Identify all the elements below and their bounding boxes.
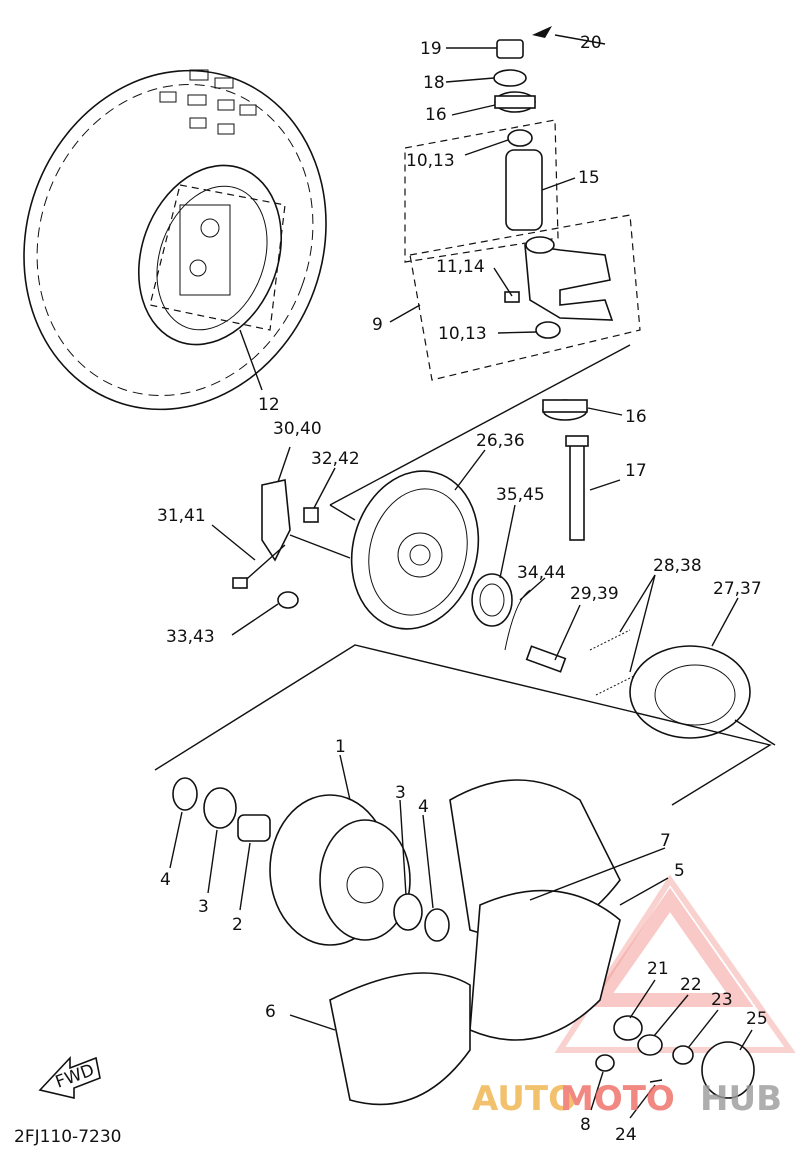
arrow-20-icon <box>532 26 552 38</box>
label-16b: 16 <box>625 407 647 427</box>
label-2: 2 <box>232 915 243 935</box>
watermark-moto: MOTO <box>560 1079 675 1119</box>
label-3-right: 3 <box>395 783 406 803</box>
label-5: 5 <box>674 861 685 881</box>
label-1: 1 <box>335 737 346 757</box>
part-labels: 19 20 18 16 10,13 15 11,14 9 10,13 12 16… <box>14 33 768 1147</box>
label-29-39: 29,39 <box>570 584 619 604</box>
watermark-text: AUTO MOTO HUB <box>472 1079 782 1119</box>
label-26-36: 26,36 <box>476 431 525 451</box>
label-22: 22 <box>680 975 702 995</box>
label-35-45: 35,45 <box>496 485 545 505</box>
label-27-37: 27,37 <box>713 579 762 599</box>
label-10-13-top: 10,13 <box>406 151 455 171</box>
label-8: 8 <box>580 1115 591 1135</box>
label-9: 9 <box>372 315 383 335</box>
label-4-left: 4 <box>160 870 171 890</box>
label-3-left: 3 <box>198 897 209 917</box>
label-6: 6 <box>265 1002 276 1022</box>
watermark-auto: AUTO <box>472 1079 577 1119</box>
label-33-43: 33,43 <box>166 627 215 647</box>
label-12: 12 <box>258 395 280 415</box>
label-30-40: 30,40 <box>273 419 322 439</box>
label-20: 20 <box>580 33 602 53</box>
label-21: 21 <box>647 959 669 979</box>
diagram-code: 2FJ110-7230 <box>14 1127 121 1147</box>
brake-panel-assembly <box>232 344 776 746</box>
label-31-41: 31,41 <box>157 506 206 526</box>
label-24: 24 <box>615 1125 637 1145</box>
steering-knuckle-group <box>404 39 641 541</box>
label-32-42: 32,42 <box>311 449 360 469</box>
hub-and-rim-assembly <box>172 777 755 1106</box>
watermark-hub: HUB <box>700 1079 782 1119</box>
label-7: 7 <box>660 831 671 851</box>
label-4-right: 4 <box>418 797 429 817</box>
label-25: 25 <box>746 1009 768 1029</box>
label-18: 18 <box>423 73 445 93</box>
label-23: 23 <box>711 990 733 1010</box>
label-28-38: 28,38 <box>653 556 702 576</box>
leader-lines <box>169 34 753 1119</box>
label-17: 17 <box>625 461 647 481</box>
label-19: 19 <box>420 39 442 59</box>
label-11-14: 11,14 <box>436 257 485 277</box>
label-34-44: 34,44 <box>517 563 566 583</box>
fwd-arrow-icon: FWD <box>38 1055 101 1100</box>
label-10-13-bottom: 10,13 <box>438 324 487 344</box>
label-16a: 16 <box>425 105 447 125</box>
assembly-guide-line <box>154 644 772 806</box>
front-wheel-assembly <box>23 69 327 411</box>
label-15: 15 <box>578 168 600 188</box>
